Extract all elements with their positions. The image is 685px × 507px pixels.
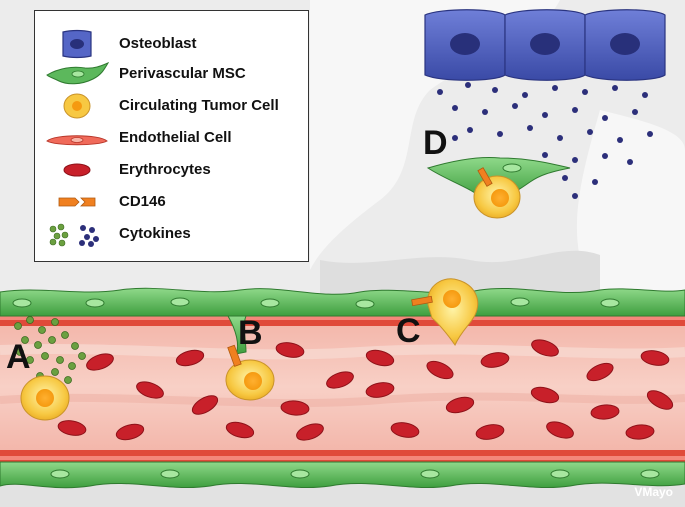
legend-item-erythrocytes: Erythrocytes	[35, 155, 308, 185]
erythrocyte	[640, 350, 670, 366]
erythrocyte	[326, 371, 354, 389]
legend-label: Circulating Tumor Cell	[119, 97, 279, 114]
erythrocyte	[586, 362, 614, 382]
legend-item-circulating-tumor-cell: Circulating Tumor Cell	[35, 91, 308, 121]
erythrocyte	[275, 342, 305, 358]
legend-item-endothelial-cell: Endothelial Cell	[35, 123, 308, 153]
circulating-tumor-cell-icon	[63, 93, 91, 119]
legend-label: Perivascular MSC	[119, 65, 246, 82]
erythrocyte	[86, 353, 114, 371]
region-d-cytokines	[437, 82, 653, 199]
legend-item-cytokines: Cytokines	[35, 219, 308, 249]
cytokines-icon	[49, 223, 99, 247]
erythrocyte	[280, 400, 310, 416]
erythrocyte	[390, 422, 420, 438]
region-a-tumor-cell	[20, 375, 70, 421]
endothelial-wall-top	[0, 314, 685, 326]
erythrocyte	[426, 360, 454, 380]
legend-label: Endothelial Cell	[119, 129, 232, 146]
cd146-icon	[58, 197, 96, 207]
legend: Osteoblast Perivascular MSC Circulating …	[34, 10, 309, 262]
erythrocyte	[296, 423, 324, 441]
erythrocyte	[625, 424, 655, 440]
region-d-tumor-cell	[473, 167, 521, 219]
erythrocyte	[175, 349, 205, 367]
region-c-tumor-cell	[411, 278, 479, 346]
erythrocyte	[191, 395, 219, 415]
region-label-c: C	[396, 312, 421, 350]
perivascular-msc-icon	[46, 62, 109, 85]
legend-item-perivascular-msc: Perivascular MSC	[35, 59, 308, 89]
erythrocyte	[57, 420, 87, 436]
osteoblast-icon	[62, 29, 92, 59]
erythrocyte	[646, 390, 674, 410]
erythrocyte	[365, 382, 395, 398]
erythrocyte	[530, 386, 560, 404]
legend-label: CD146	[119, 193, 166, 210]
erythrocyte	[365, 349, 395, 367]
endothelial-cell-icon	[46, 135, 108, 146]
legend-label: Erythrocytes	[119, 161, 211, 178]
erythrocyte	[136, 381, 164, 399]
region-label-b: B	[238, 314, 263, 352]
perivascular-msc-layer-top	[0, 287, 685, 355]
erythrocyte	[546, 421, 574, 439]
erythrocyte	[225, 421, 255, 439]
erythrocyte	[445, 396, 475, 414]
region-b-tumor-cell	[225, 344, 275, 401]
perivascular-msc-layer-bottom	[0, 461, 685, 489]
region-d-osteoblasts	[424, 9, 666, 81]
region-a-cytokines	[14, 316, 86, 384]
region-label-a: A	[6, 338, 31, 376]
legend-item-osteoblast: Osteoblast	[35, 29, 308, 59]
erythrocyte	[475, 424, 505, 440]
erythrocyte	[531, 339, 559, 357]
erythrocytes	[57, 339, 674, 441]
legend-item-cd146: CD146	[35, 187, 308, 217]
artist-credit: VMayo	[634, 485, 673, 499]
region-label-d: D	[423, 124, 448, 162]
erythrocyte	[480, 352, 510, 368]
erythrocyte-icon	[63, 163, 91, 177]
erythrocyte	[115, 423, 145, 441]
erythrocyte	[590, 404, 620, 420]
legend-label: Osteoblast	[119, 35, 197, 52]
legend-label: Cytokines	[119, 225, 191, 242]
endothelial-wall-bottom	[0, 450, 685, 462]
